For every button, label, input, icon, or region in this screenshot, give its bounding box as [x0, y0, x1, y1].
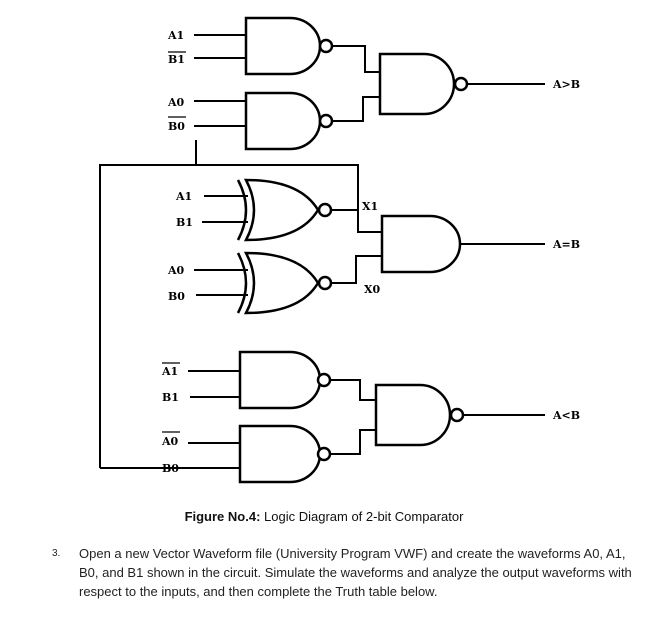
xnor-bubble-1	[317, 202, 333, 218]
label-x1: X1	[362, 200, 378, 213]
label-g2-a: A0	[167, 96, 185, 109]
nand-gate-7	[238, 424, 322, 484]
comparator-logic-diagram: A1 B1 A0 B0 A1 B1 A0 B0 A1 B1 A0 B0 X1 X…	[99, 16, 580, 484]
figure-caption: Figure No.4: Logic Diagram of 2-bit Comp…	[0, 509, 648, 524]
label-x2-a: A0	[167, 264, 185, 277]
nand-bubble-2	[318, 113, 334, 129]
xnor-gate-1	[243, 178, 320, 242]
nand-gate-8	[374, 383, 452, 447]
nand-bubble-1	[318, 38, 334, 54]
nand-gate-3	[378, 52, 456, 116]
label-g2-b: B0	[168, 120, 185, 133]
label-out-eq: A=B	[552, 238, 580, 251]
xnor-gate-2	[243, 251, 320, 315]
xnor-bubble-2	[317, 275, 333, 291]
label-out-lt: A<B	[552, 409, 580, 422]
label-x0: X0	[364, 283, 381, 296]
label-g1-a: A1	[167, 29, 184, 42]
label-g6-a: A1	[161, 365, 178, 378]
figure-caption-label: Figure No.4:	[184, 509, 261, 524]
label-g7-b: B0	[162, 462, 179, 475]
label-x1-a: A1	[175, 190, 192, 203]
and-gate-eq	[380, 214, 462, 274]
nand-gate-2	[244, 91, 322, 151]
label-g6-b: B1	[162, 391, 179, 404]
label-g1-b: B1	[168, 53, 185, 66]
nand-bubble-6	[316, 372, 332, 388]
step-text: Open a new Vector Waveform file (Univers…	[79, 546, 632, 599]
step-number: 3.	[52, 548, 61, 559]
nand-gate-6	[238, 350, 322, 410]
nand-bubble-3	[453, 76, 469, 92]
nand-gate-1	[244, 16, 322, 76]
label-g7-a: A0	[161, 435, 179, 448]
label-x1-b: B1	[176, 216, 193, 229]
nand-bubble-7	[316, 446, 332, 462]
label-out-gt: A>B	[552, 78, 580, 91]
instruction-step: 3. Open a new Vector Waveform file (Univ…	[52, 544, 637, 601]
nand-bubble-8	[449, 407, 465, 423]
label-x2-b: B0	[168, 290, 185, 303]
figure-caption-text: Logic Diagram of 2-bit Comparator	[260, 509, 464, 524]
